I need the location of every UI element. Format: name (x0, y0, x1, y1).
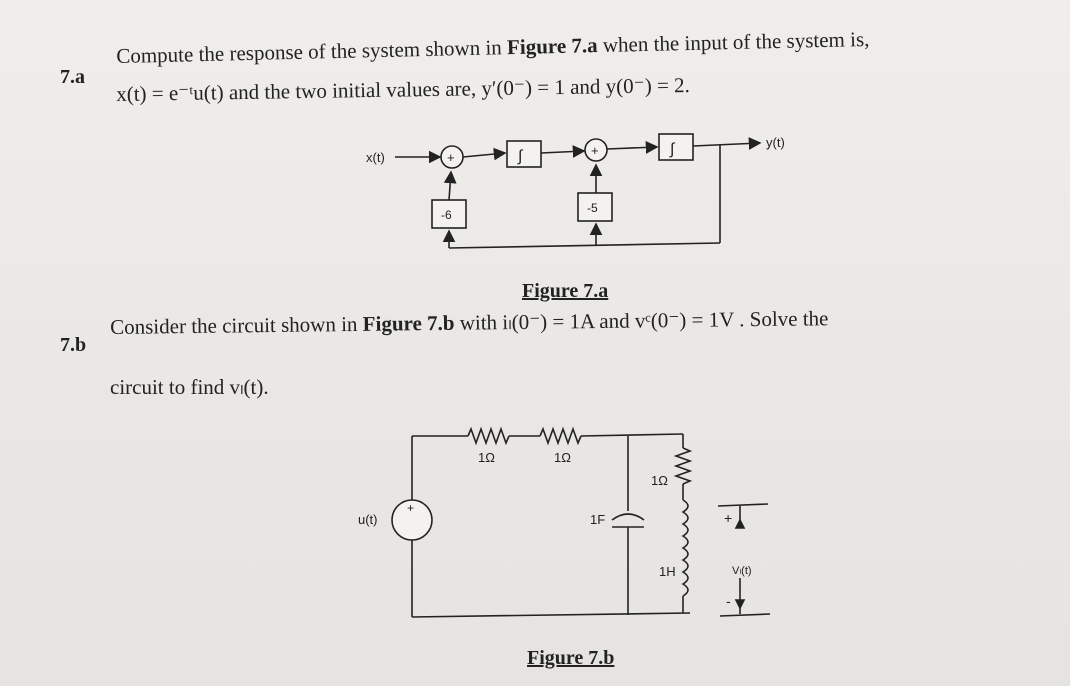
question-7a-number: 7.a (60, 66, 85, 88)
source-label: u(t) (358, 512, 378, 527)
r1-label: 1Ω (478, 450, 495, 465)
vl-minus: - (726, 593, 731, 609)
source-plus: + (407, 501, 414, 515)
inductor-coil (681, 499, 689, 597)
sum1-plus: + (447, 150, 455, 165)
resistor-r1 (467, 426, 510, 446)
integrator-1-symbol: ∫ (517, 148, 524, 165)
summing-junction-2 (584, 138, 608, 162)
sum2-plus: + (591, 143, 599, 158)
gain-block-minus6 (431, 199, 467, 229)
output-label-yt: y(t) (766, 135, 785, 150)
resistor-r3 (673, 447, 693, 485)
gain2-label: -5 (587, 201, 598, 215)
inductor-label: 1H (659, 564, 676, 579)
r2-label: 1Ω (554, 450, 571, 465)
vl-plus: + (724, 510, 732, 526)
vl-label: Vₗ(t) (732, 565, 752, 577)
integrator-2 (658, 133, 694, 161)
r3-label: 1Ω (651, 473, 668, 488)
resistor-r2 (539, 426, 582, 446)
gain-block-minus5 (577, 192, 613, 222)
input-label-xt: x(t) (366, 150, 385, 165)
integrator-2-symbol: ∫ (669, 141, 676, 158)
capacitor-top-plate (611, 513, 645, 521)
question-7b-line2: circuit to find vₗ(t). (110, 375, 269, 399)
capacitor-label: 1F (590, 512, 605, 527)
integrator-1 (506, 140, 542, 168)
gain1-label: -6 (441, 208, 452, 222)
figure-7b-caption: Figure 7.b (527, 647, 615, 669)
figure-7a-caption: Figure 7.a (522, 280, 609, 302)
question-7b-number: 7.b (60, 334, 87, 356)
